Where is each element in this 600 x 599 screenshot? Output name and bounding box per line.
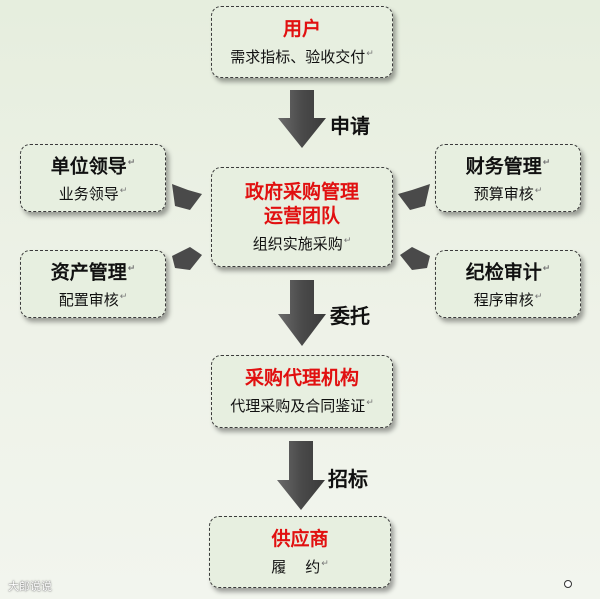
label-bid: 招标 bbox=[328, 467, 368, 491]
paragraph-mark: ↵ bbox=[366, 48, 374, 59]
label-apply: 申请 bbox=[330, 114, 370, 138]
arrow-assets-to-center bbox=[172, 247, 202, 270]
paragraph-mark: ↵ bbox=[343, 235, 352, 246]
procurement-agency-title: 采购代理机构 bbox=[244, 367, 359, 389]
center-title-line1: 政府采购管理 bbox=[244, 180, 359, 203]
arrow-down-entrust bbox=[278, 280, 326, 346]
procurement-agency-box: 采购代理机构 代理采购及合同鉴证↵ bbox=[211, 355, 393, 428]
arrow-unit-to-center bbox=[172, 184, 202, 210]
paragraph-mark: ↵ bbox=[366, 398, 374, 408]
discipline-audit-box: 纪检审计↵ 程序审核↵ bbox=[435, 250, 581, 318]
finance-management-box: 财务管理↵ 预算审核↵ bbox=[435, 144, 581, 212]
paragraph-mark: ↵ bbox=[321, 558, 329, 569]
paragraph-mark: ↵ bbox=[542, 157, 551, 168]
watermark-text: 大郎说说 bbox=[8, 580, 52, 593]
center-box: 政府采购管理 运营团队 组织实施采购↵ bbox=[211, 167, 393, 267]
paragraph-mark: ↵ bbox=[127, 157, 136, 168]
paragraph-mark: ↵ bbox=[542, 263, 551, 274]
corner-dot-icon bbox=[564, 580, 572, 588]
finance-management-subtitle: 预算审核 bbox=[473, 185, 534, 204]
asset-management-box: 资产管理↵ 配置审核↵ bbox=[20, 250, 166, 318]
finance-management-title: 财务管理 bbox=[465, 155, 542, 178]
paragraph-mark: ↵ bbox=[127, 263, 136, 274]
procurement-agency-subtitle: 代理采购及合同鉴证 bbox=[230, 397, 366, 415]
user-title: 用户 bbox=[282, 17, 321, 40]
center-title-line2: 运营团队 bbox=[263, 204, 340, 227]
discipline-audit-subtitle: 程序审核 bbox=[473, 291, 534, 310]
paragraph-mark: ↵ bbox=[119, 186, 128, 197]
center-subtitle: 组织实施采购 bbox=[252, 234, 343, 253]
paragraph-mark: ↵ bbox=[534, 292, 543, 303]
user-subtitle: 需求指标、验收交付 bbox=[230, 47, 366, 66]
supplier-title: 供应商 bbox=[271, 527, 329, 550]
supplier-subtitle: 履 约 bbox=[271, 557, 321, 576]
unit-leader-title: 单位领导 bbox=[50, 155, 127, 178]
asset-management-subtitle: 配置审核 bbox=[58, 291, 119, 310]
asset-management-title: 资产管理 bbox=[50, 261, 127, 284]
paragraph-mark: ↵ bbox=[534, 186, 543, 197]
arrow-down-apply bbox=[278, 90, 326, 148]
unit-leader-box: 单位领导↵ 业务领导↵ bbox=[20, 144, 166, 212]
paragraph-mark: ↵ bbox=[119, 292, 128, 303]
label-entrust: 委托 bbox=[330, 304, 370, 328]
unit-leader-subtitle: 业务领导 bbox=[58, 185, 119, 204]
arrow-audit-to-center bbox=[400, 247, 430, 270]
supplier-box: 供应商 履 约↵ bbox=[209, 516, 391, 588]
user-box: 用户 需求指标、验收交付↵ bbox=[211, 6, 393, 78]
arrow-finance-to-center bbox=[398, 184, 430, 210]
arrow-down-bid bbox=[277, 441, 325, 510]
discipline-audit-title: 纪检审计 bbox=[465, 261, 542, 284]
